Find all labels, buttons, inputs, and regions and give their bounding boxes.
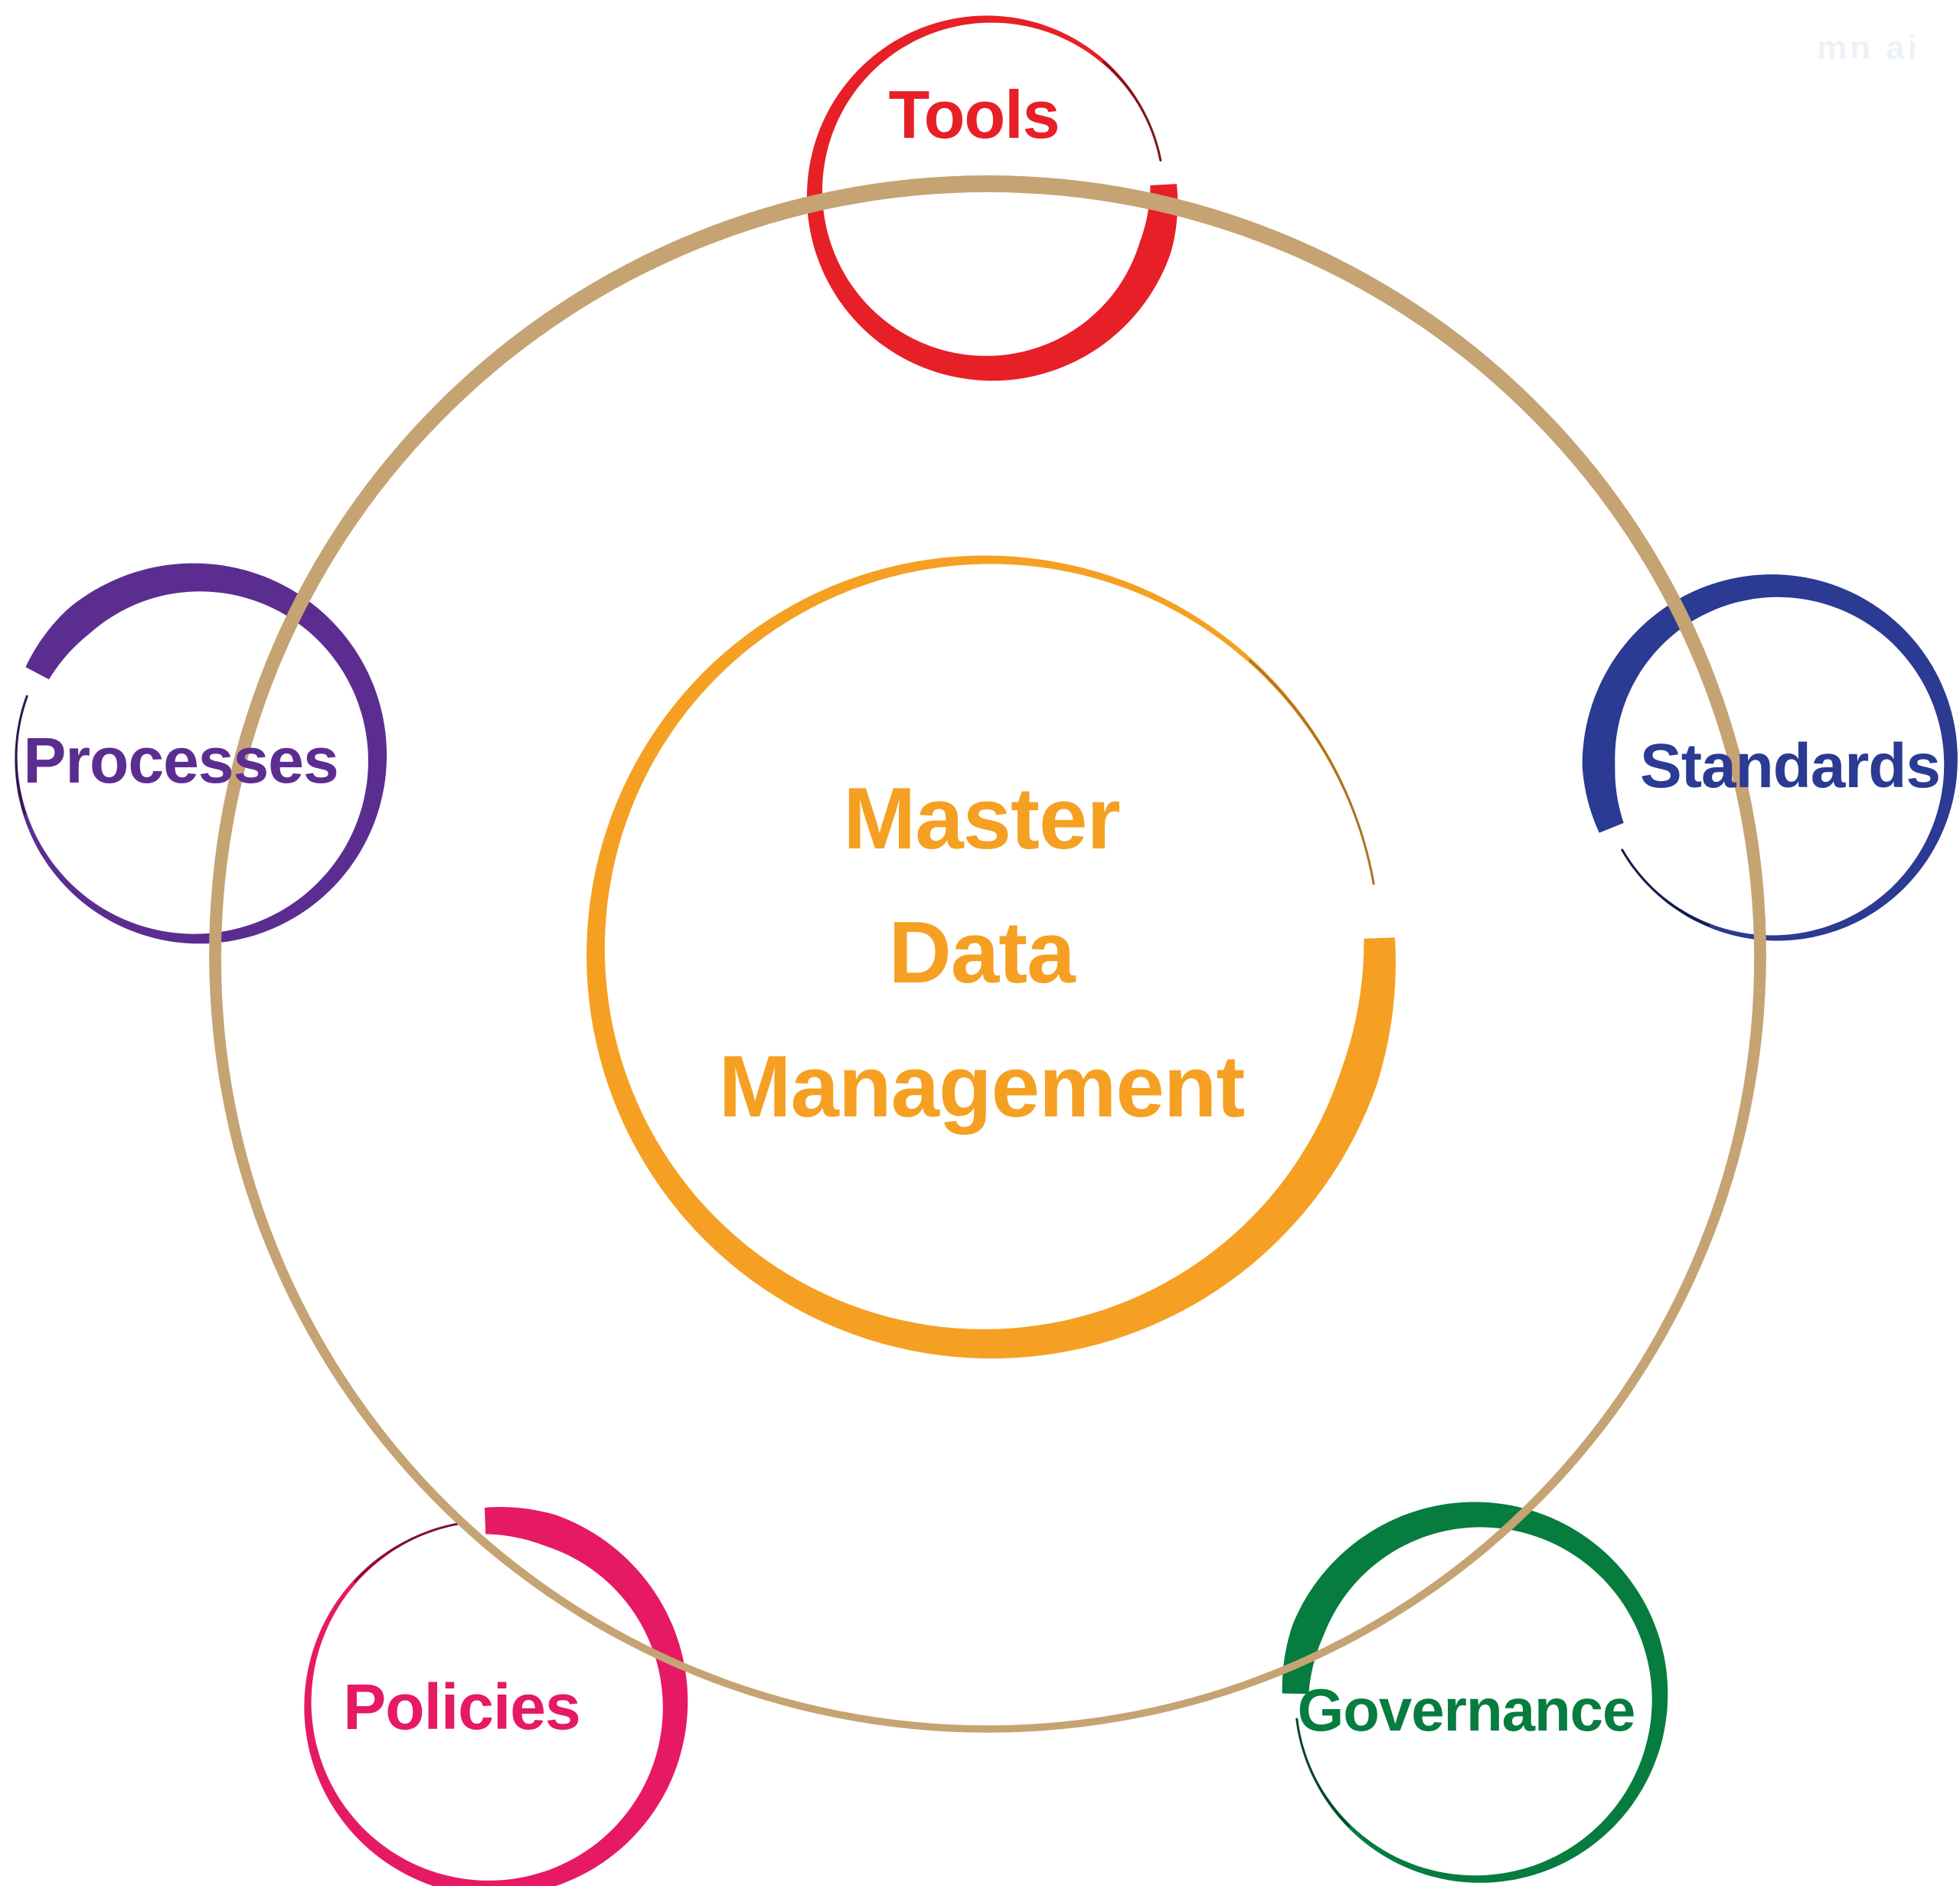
tools-ring-tail bbox=[1102, 60, 1162, 162]
center-title-line-management: Management bbox=[719, 1038, 1245, 1136]
governance-label: Governance bbox=[1298, 1676, 1635, 1744]
mdm-center-ring-tail bbox=[1249, 659, 1375, 885]
governance-ring-tail bbox=[1295, 1718, 1351, 1827]
processes-label: Processes bbox=[23, 724, 338, 796]
policies-ring-tail bbox=[354, 1522, 461, 1583]
tools-label: Tools bbox=[888, 77, 1059, 152]
center-title-line-master: Master bbox=[843, 770, 1120, 868]
center-title-line-data: Data bbox=[888, 904, 1076, 1002]
standards-label: Standards bbox=[1640, 731, 1940, 801]
corner-watermark: mn ai bbox=[1817, 29, 1920, 67]
standards-ring-tail bbox=[1621, 848, 1710, 927]
policies-label: Policies bbox=[343, 1671, 580, 1743]
processes-ring-tail bbox=[15, 695, 28, 816]
